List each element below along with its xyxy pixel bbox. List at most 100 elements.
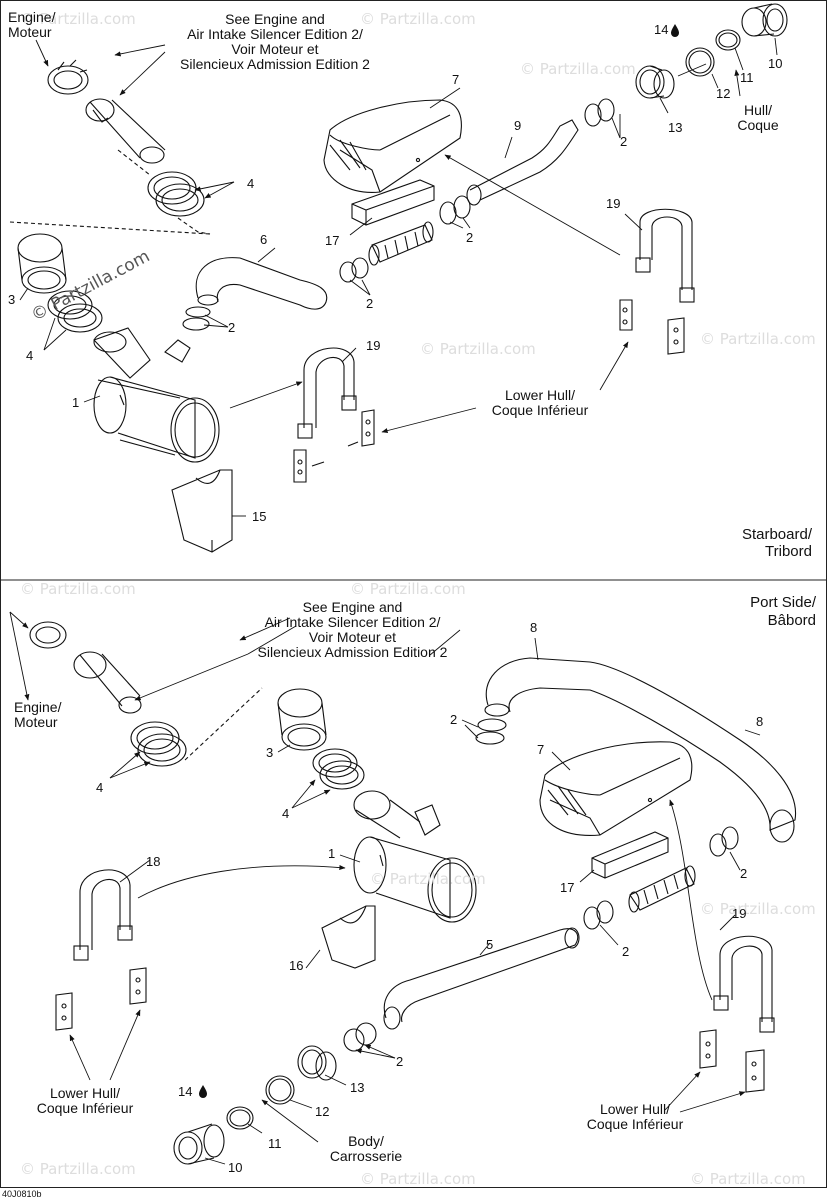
callout-5: 5 <box>486 937 494 952</box>
watermark: © Partzilla.com <box>690 1170 806 1188</box>
engine-label-top: Engine/Moteur <box>8 9 56 40</box>
callout-14: 14 <box>654 22 669 37</box>
muffler-1-top <box>93 327 220 463</box>
hull-brackets-bottom-left <box>55 967 147 1031</box>
callout-19: 19 <box>732 906 747 921</box>
callout-2: 2 <box>466 230 474 245</box>
lower-hull-label-bottom-left: Lower Hull/Coque Inférieur <box>36 1085 134 1116</box>
callout-19: 19 <box>606 196 621 211</box>
watermark: © Partzilla.com <box>350 580 466 598</box>
callout-2: 2 <box>740 866 748 881</box>
droplet-icon-bottom <box>199 1085 207 1098</box>
port-side-label: Port Side/Bâbord <box>750 594 816 629</box>
callout-2: 2 <box>622 944 630 959</box>
engine-intake-tube-bottom <box>29 621 142 714</box>
watermark: © Partzilla.com <box>700 900 816 918</box>
callout-17: 17 <box>560 880 575 895</box>
adapter-13-top <box>635 65 675 99</box>
callout-11: 11 <box>740 70 754 85</box>
watermark: © Partzilla.com <box>20 580 136 598</box>
callout-3: 3 <box>8 292 16 307</box>
callout-7: 7 <box>537 742 545 757</box>
body-label: Body/Carrosserie <box>329 1133 403 1164</box>
boot-3-bottom <box>277 688 327 751</box>
watermark: © Partzilla.com <box>20 1160 136 1178</box>
callout-2: 2 <box>620 134 628 149</box>
clamp-pair-4-upper <box>147 171 205 217</box>
clamp-pair-4-bottom-left <box>130 721 187 767</box>
callout-3: 3 <box>266 745 274 760</box>
watermark: © Partzilla.com <box>520 60 636 78</box>
strap-19-bottom-right <box>713 935 775 1033</box>
callout-18: 18 <box>146 854 161 869</box>
strap-18 <box>73 869 133 961</box>
strap-19-top-right <box>635 208 695 303</box>
engine-intake-tube-top <box>47 59 166 164</box>
clamps-2-near-5 <box>343 900 614 1052</box>
callout-9: 9 <box>514 118 522 133</box>
callout-4: 4 <box>96 780 104 795</box>
clamps-2-near-6 <box>182 257 369 331</box>
callout-14: 14 <box>178 1084 193 1099</box>
watermark: © Partzilla.com <box>20 10 136 28</box>
hull-brackets-top-mid <box>293 409 375 483</box>
boot-3-top <box>17 233 67 294</box>
hose-5 <box>383 927 580 1030</box>
air-silencer-7-bottom <box>539 741 693 836</box>
callout-4: 4 <box>282 806 290 821</box>
watermark: © Partzilla.com <box>370 870 486 888</box>
strap-19-top-mid <box>297 347 357 439</box>
figure-code: 40J0810b <box>2 1189 42 1199</box>
callout-7: 7 <box>452 72 460 87</box>
callout-19: 19 <box>366 338 381 353</box>
hull-brackets-top-right <box>619 299 685 355</box>
callout-10: 10 <box>228 1160 243 1175</box>
engine-label-bottom: Engine/Moteur <box>14 699 62 730</box>
droplet-icon-top <box>671 24 679 37</box>
callout-11: 11 <box>268 1136 282 1151</box>
watermark: © Partzilla.com <box>420 340 536 358</box>
outlet-10-top <box>741 3 788 37</box>
foam-17-bottom <box>591 831 669 879</box>
see-engine-note-bottom: See Engine and Air Intake Silencer Editi… <box>257 599 448 660</box>
callout-13: 13 <box>350 1080 365 1095</box>
muffler-1-bottom <box>353 790 477 923</box>
callout-2: 2 <box>228 320 236 335</box>
callout-8: 8 <box>530 620 538 635</box>
hull-label-top: Hull/Coque <box>737 102 779 133</box>
callout-2: 2 <box>366 296 374 311</box>
callout-4: 4 <box>247 176 255 191</box>
adapter-13-bottom <box>297 1045 337 1081</box>
bracket-15-top <box>171 469 233 553</box>
callout-12: 12 <box>716 86 731 101</box>
hose-6-top <box>195 257 328 310</box>
clamp-pair-4-bottom-mid <box>312 748 365 790</box>
clamps-2-near-8 <box>475 718 739 857</box>
watermark: © Partzilla.com <box>360 10 476 28</box>
air-silencer-7-top <box>323 99 462 193</box>
outlet-10-bottom <box>173 1123 225 1165</box>
callout-6: 6 <box>260 232 268 247</box>
flexible-duct-top <box>368 221 434 266</box>
callout-2: 2 <box>396 1054 404 1069</box>
callout-13: 13 <box>668 120 683 135</box>
bracket-16-bottom <box>321 905 376 969</box>
lower-hull-label-top: Lower Hull/Coque Inférieur <box>491 387 589 418</box>
hull-brackets-bottom-right <box>699 1029 765 1093</box>
starboard-label: Starboard/Tribord <box>741 526 812 560</box>
callout-1: 1 <box>72 395 80 410</box>
callout-8: 8 <box>756 714 764 729</box>
watermark: © Partzilla.com <box>700 330 816 348</box>
callout-1: 1 <box>328 846 336 861</box>
callout-17: 17 <box>325 233 340 248</box>
hose-9-top <box>466 119 579 206</box>
callout-10: 10 <box>768 56 783 71</box>
callout-4: 4 <box>26 348 34 363</box>
watermark: © Partzilla.com <box>360 1170 476 1188</box>
see-engine-note-top: See Engine and Air Intake Silencer Editi… <box>180 11 370 72</box>
clamp-pair-4-lower <box>47 290 103 333</box>
callout-12: 12 <box>315 1104 330 1119</box>
clamps-2-near-9 <box>439 98 615 225</box>
